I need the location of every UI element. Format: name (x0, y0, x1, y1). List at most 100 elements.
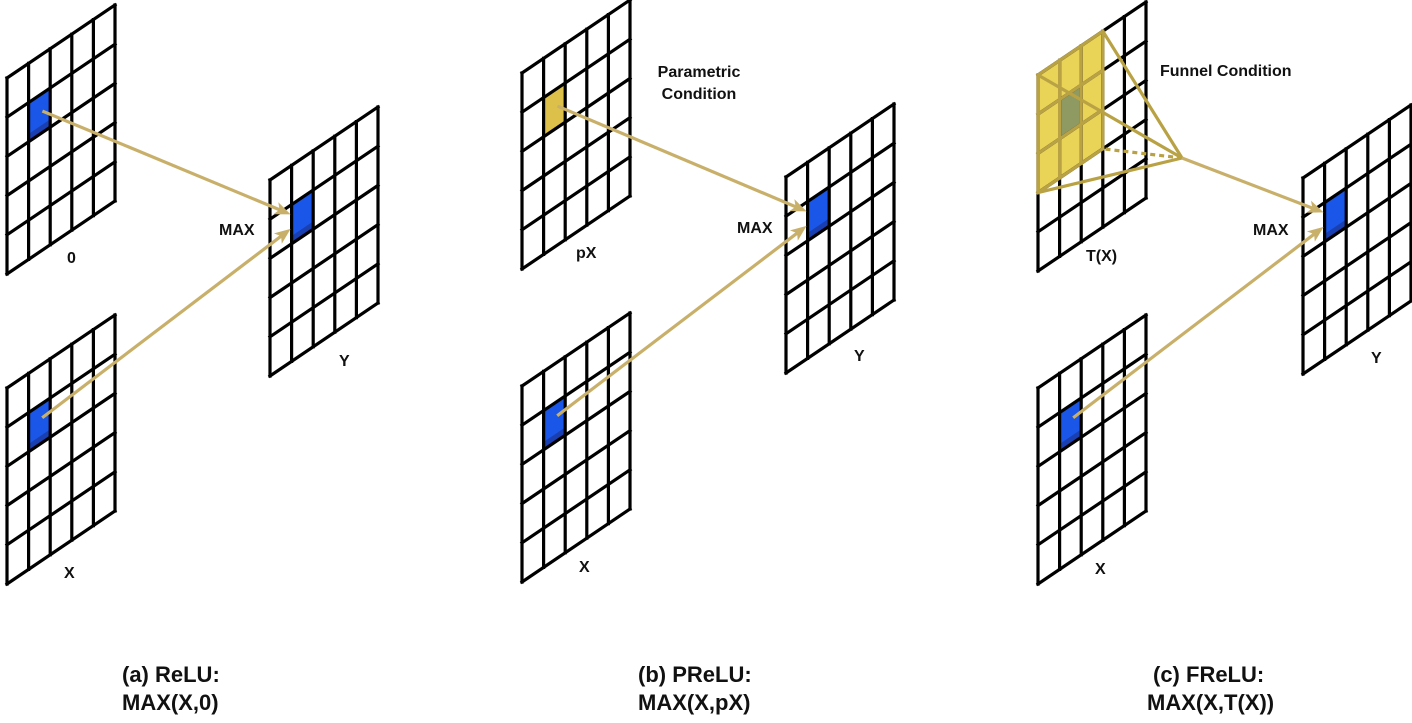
caption-title: (b) PReLU: (638, 662, 752, 687)
grid-row-line (4, 351, 118, 430)
parametric-condition-label: Parametric (658, 64, 741, 81)
arrow-shaft (41, 109, 281, 212)
grid-row-line (1035, 508, 1149, 587)
grid-row-line (1035, 430, 1149, 508)
panel-prelu: pX X Y MAX Parametric Condition (b) PReL… (576, 64, 865, 715)
top-feature-map-grid (4, 2, 118, 277)
funnel-lines (1037, 30, 1184, 195)
grid-row-line (519, 310, 633, 389)
grid-row-line (519, 389, 633, 467)
grid-row-line (519, 36, 633, 115)
arrow-head (789, 199, 807, 212)
grid-row-line (267, 261, 381, 340)
input-to-output-arrow (556, 225, 807, 417)
grid-row-line (519, 467, 633, 546)
grid-row-line (4, 430, 118, 508)
input-to-output-arrow (41, 228, 291, 419)
grid-row-line (1035, 469, 1149, 548)
caption-formula: MAX(X,0) (122, 690, 219, 715)
grid-row-line (4, 2, 118, 81)
zero-map-label: 0 (67, 250, 76, 267)
grid-row-line (1035, 28, 1106, 78)
grid-row-line (1035, 351, 1149, 430)
input-map-label: X (1095, 561, 1106, 578)
funnel-condition-label: Funnel Condition (1160, 63, 1292, 80)
input-feature-map-grid (1035, 312, 1149, 587)
funnel-window-grid (1035, 28, 1106, 195)
parametric-highlight-cell (543, 83, 566, 137)
input-highlight-cell-shade (1059, 429, 1082, 452)
funnel-edge-bottom-right-dashed (1102, 147, 1183, 160)
grid-row-line (1300, 259, 1412, 338)
grid-row-line (1035, 146, 1106, 195)
top-map-to-output-arrow (41, 109, 291, 215)
caption-formula: MAX(X,T(X)) (1147, 690, 1274, 715)
funnel-edge-bottom-left (1037, 156, 1183, 195)
arrow-head (273, 228, 291, 244)
output-highlight-cell-shade (1324, 219, 1347, 242)
grid-row-line (1035, 107, 1106, 156)
max-op-label: MAX (1253, 222, 1289, 239)
output-feature-map-grid (267, 104, 381, 379)
grid-row-line (4, 41, 118, 120)
input-map-label: X (64, 565, 75, 582)
grid-row-line (4, 312, 118, 391)
grid-row-line (519, 428, 633, 506)
arrow-shaft (1072, 232, 1316, 419)
grid-row-line (783, 219, 897, 297)
input-feature-map-grid (519, 310, 633, 585)
parametric-condition-label-2: Condition (662, 86, 737, 103)
grid-row-line (519, 349, 633, 428)
grid-row-line (4, 508, 118, 587)
grid-row-line (267, 183, 381, 261)
max-op-label: MAX (219, 222, 255, 239)
tx-map-label: T(X) (1086, 248, 1117, 265)
grid-row-line (783, 258, 897, 337)
caption-title: (a) ReLU: (122, 662, 220, 687)
grid-row-line (267, 104, 381, 183)
funnel-edge-top-right (1101, 30, 1184, 159)
grid-row-line (4, 159, 118, 238)
arrow-head (1306, 200, 1324, 213)
grid-row-line (1300, 298, 1412, 377)
output-highlight-cell-shade (807, 218, 830, 241)
grid-row-line (519, 506, 633, 585)
arrows (41, 104, 1324, 419)
input-map-label: X (579, 559, 590, 576)
grid-row-line (267, 222, 381, 300)
grid-row-line (267, 143, 381, 222)
output-map-label: Y (854, 348, 865, 365)
arrow-head (273, 202, 291, 215)
output-feature-map-grid (1300, 102, 1412, 377)
grid-row-line (1035, 195, 1149, 274)
panel-relu: 0 X Y MAX (a) ReLU: MAX(X,0) (64, 222, 350, 715)
feature-map-grids (4, 0, 1412, 587)
top-feature-map-grid (519, 0, 633, 272)
grid-row-line (267, 300, 381, 379)
caption-title: (c) FReLU: (1153, 662, 1264, 687)
grid-row-line (4, 198, 118, 277)
output-map-label: Y (1371, 350, 1382, 367)
input-highlight-cell-shade (28, 429, 51, 452)
arrow-shaft (1181, 156, 1313, 210)
funnel-edge-top-left (1037, 73, 1183, 160)
grid-row-line (1300, 141, 1412, 220)
panel-frelu: T(X) X Y MAX Funnel Condition (c) FReLU:… (1086, 63, 1382, 715)
px-map-label: pX (576, 245, 597, 262)
top-map-to-output-arrow (556, 104, 807, 212)
grid-row-line (1035, 391, 1149, 469)
grid-row-line (4, 391, 118, 469)
grid-row-line (783, 180, 897, 258)
grid-row-line (1300, 220, 1412, 298)
top-map-highlight-cell-shade (28, 119, 51, 142)
grid-row-line (1300, 181, 1412, 259)
output-map-label: Y (339, 353, 350, 370)
caption-formula: MAX(X,pX) (638, 690, 750, 715)
grid-row-line (1300, 102, 1412, 181)
grid-row-line (783, 297, 897, 376)
input-feature-map-grid (4, 312, 118, 587)
input-highlight-cell-shade (543, 427, 566, 450)
grid-row-line (4, 469, 118, 548)
output-feature-map-grid (783, 101, 897, 376)
